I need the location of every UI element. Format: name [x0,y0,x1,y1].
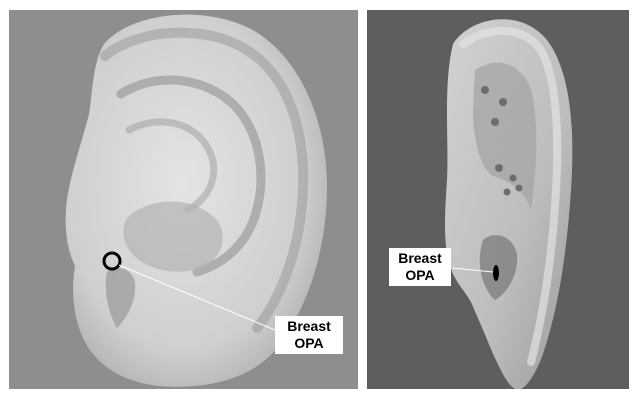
label-line-2: OPA [393,267,447,284]
right-ear-panel: Breast OPA [367,10,629,389]
right-ear-render [367,10,629,389]
dot [481,86,489,94]
dot [495,164,503,172]
breast-opa-label-left: Breast OPA [275,316,343,354]
opa-marker-right [493,265,499,281]
dot [499,98,507,106]
label-line-2: OPA [279,335,339,352]
dot [516,185,523,192]
left-ear-panel: Breast OPA [9,10,358,389]
label-line-1: Breast [279,318,339,335]
breast-opa-label-right: Breast OPA [389,248,451,286]
dot [510,175,517,182]
dot [491,118,499,126]
dot [504,189,511,196]
label-line-1: Breast [393,250,447,267]
